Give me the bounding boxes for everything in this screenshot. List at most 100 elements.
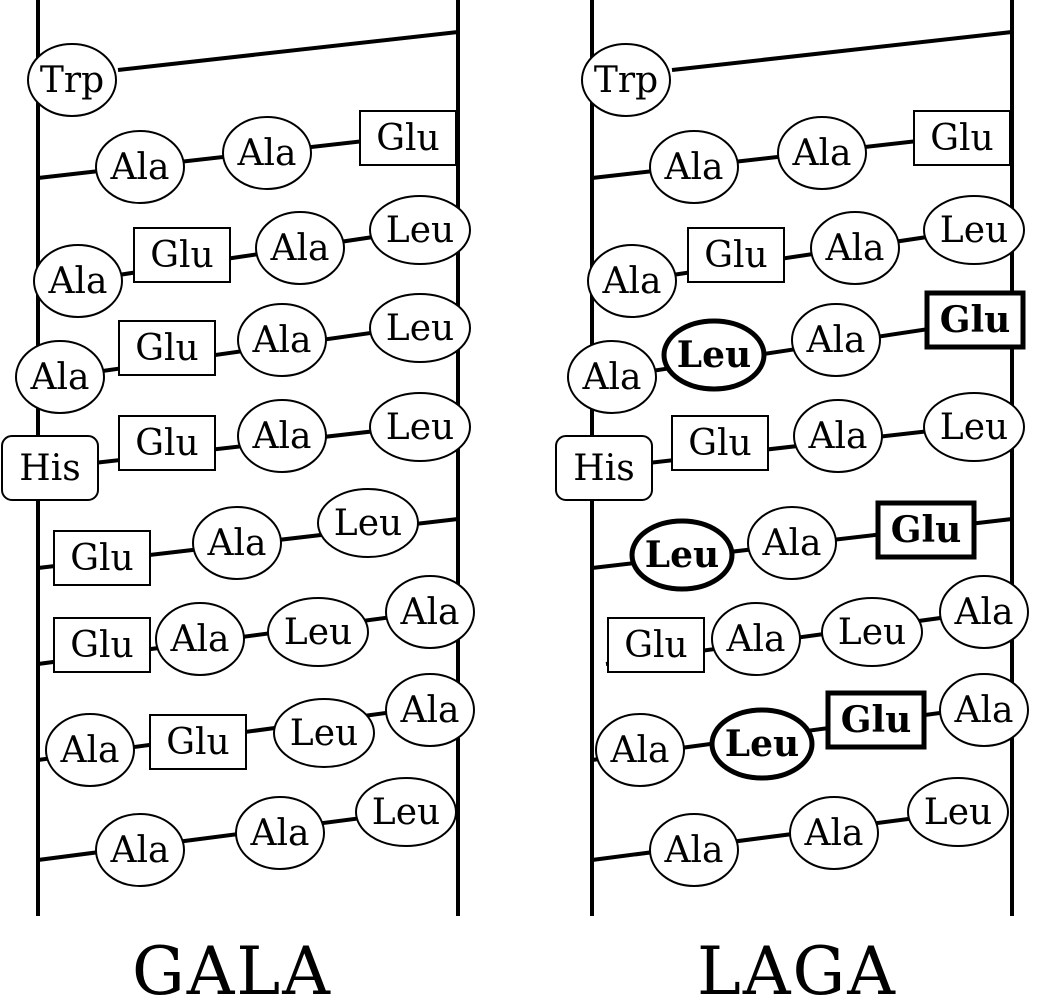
residue-ellipse [255,211,345,285]
residue-ellipse [777,116,867,190]
residue-leu: Leu [907,777,1009,847]
residue-label: Ala [954,592,1014,633]
backbone-bond [37,810,409,862]
residue-glu-highlighted: Glu [924,290,1026,350]
residue-label: Ala [792,133,852,174]
residue-ala: Ala [939,575,1029,649]
residue-label: Leu [386,308,454,349]
residue-ala: Ala [777,116,867,190]
residue-ala: Ala [649,130,739,204]
residue-label: Glu [704,235,767,276]
residue-ellipse [791,303,881,377]
residue-ala: Ala [747,506,837,580]
residue-ala: Ala [587,244,677,318]
residue-row: Ala Ala Leu [591,777,1009,887]
residue-label: Leu [386,407,454,448]
residue-label: Ala [400,690,460,731]
residue-label: Glu [150,235,213,276]
backbone-bond [603,424,975,470]
residue-leu: Leu [369,392,471,462]
residue-box [913,110,1011,166]
residue-glu: Glu [53,617,151,673]
residue-label: Leu [924,792,992,833]
residue-box [133,227,231,283]
backbone-bond [591,810,963,862]
residue-label: Glu [624,625,687,666]
residue-ala: Ala [95,130,185,204]
residue-label: Ala [110,147,170,188]
residue-glu: Glu [133,227,231,283]
residue-box [924,290,1026,350]
residue-label: Ala [806,320,866,361]
residue-label: His [573,448,634,489]
residue-ala: Ala [385,673,475,747]
residue-ellipse [709,707,815,781]
residue-label: Ala [48,261,108,302]
residue-box [875,500,977,560]
residue-ellipse [222,116,312,190]
backbone-bond [77,228,421,283]
residue-label: Ala [610,730,670,771]
residue-ala: Ala [222,116,312,190]
residue-ala: Ala [155,602,245,676]
residue-ellipse [810,211,900,285]
residue-label: Glu [940,299,1011,341]
residue-label: Ala [30,357,90,398]
residue-label: His [19,448,80,489]
residue-ellipse [747,506,837,580]
residue-glu: Glu [671,415,769,471]
residue-label: Ala [170,619,230,660]
residue-label: Ala [602,261,662,302]
residue-his: His [555,435,653,501]
residue-ala: Ala [33,244,123,318]
residue-glu: Glu [118,320,216,376]
residue-ellipse [939,575,1029,649]
residue-label: Ala [237,133,297,174]
residue-box [118,415,216,471]
residue-label: Glu [135,328,198,369]
residue-leu: Leu [369,293,471,363]
residue-ellipse [192,506,282,580]
residue-ellipse [581,43,671,117]
residue-ellipse [355,777,457,847]
residue-leu: Leu [923,392,1025,462]
residue-ala: Ala [789,796,879,870]
residue-label: Glu [376,118,439,159]
residue-label: Ala [207,523,267,564]
residue-leu: Leu [267,597,369,667]
residue-ala: Ala [791,303,881,377]
residue-label: Leu [284,612,352,653]
panel-title: GALA [132,933,332,1000]
residue-leu-highlighted: Leu [709,707,815,781]
residue-box [607,617,705,673]
residue-label: Ala [664,830,724,871]
residue-ala: Ala [95,813,185,887]
residue-label: Leu [334,503,402,544]
residue-ellipse [567,340,657,414]
residue-leu: Leu [317,488,419,558]
backbone-bond [49,424,421,470]
residue-label: Ala [804,813,864,854]
residue-trp: Trp [27,43,117,117]
residue-row: Ala Ala Glu [37,110,457,204]
residue-label: Glu [688,423,751,464]
residue-ellipse [369,195,471,265]
residue-ala: Ala [45,713,135,787]
residue-label: Leu [290,713,358,754]
residue-glu: Glu [118,415,216,471]
residue-ala: Ala [255,211,345,285]
residue-label: Ala [252,416,312,457]
residue-trp: Trp [581,43,671,117]
residue-label: Trp [40,60,104,101]
residue-glu: Glu [913,110,1011,166]
residue-glu: Glu [53,530,151,586]
